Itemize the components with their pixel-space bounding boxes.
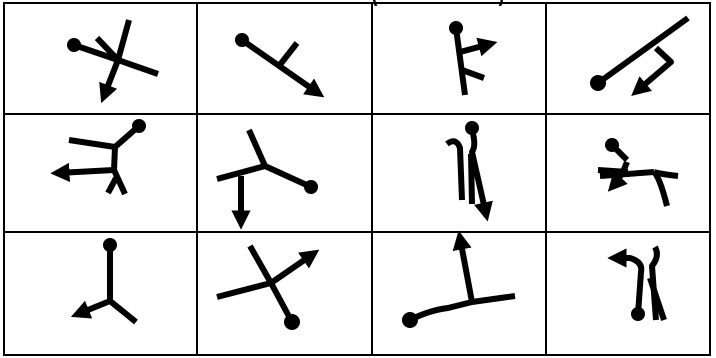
sign-r3c3 [402,238,515,328]
origin-dot [304,180,318,194]
sign-r2c2 [217,130,318,222]
sign-r1c1 [67,20,158,96]
sign-r2c3 [447,121,486,214]
sign-r3c2 [217,246,313,330]
origin-dot [284,314,300,330]
origin-dot [103,238,117,252]
origin-dot [235,33,249,47]
sign-r2c1 [58,119,146,194]
origin-dot [132,119,146,133]
sign-r1c3 [449,21,490,95]
sign-r2c4 [598,138,678,206]
origin-dot [605,138,619,152]
sign-r3c1 [78,238,136,322]
origin-dot [402,312,418,328]
sign-r3c4 [615,247,664,321]
origin-dot [449,21,463,35]
origin-dot [631,307,645,321]
origin-dot [590,75,606,91]
sign-r1c4 [590,18,688,91]
origin-dot [465,121,479,135]
origin-dot [67,38,81,52]
sign-r1c2 [235,33,318,93]
